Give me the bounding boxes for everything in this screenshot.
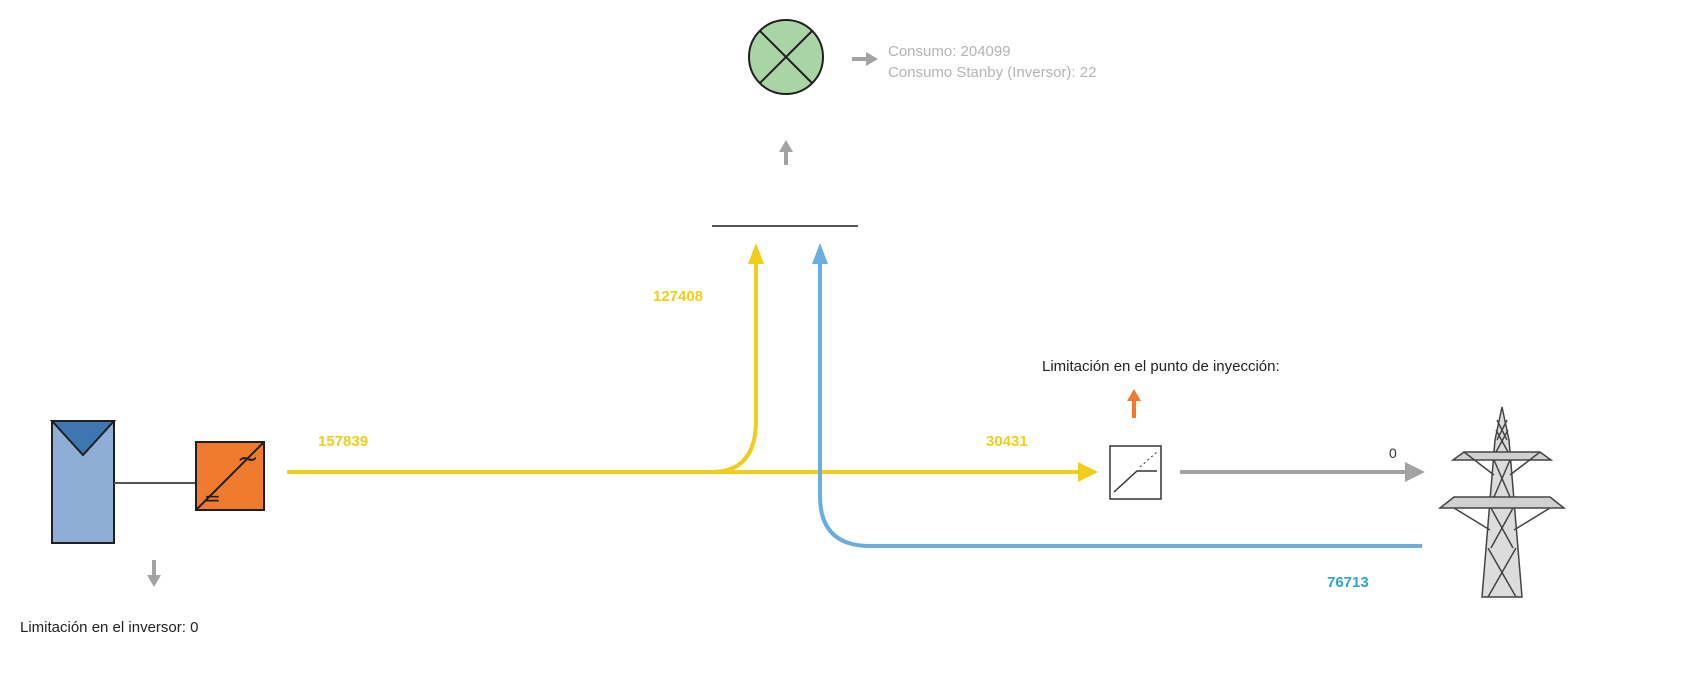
grid-import-value: 76713 [1327, 574, 1369, 591]
grid-import-flow-line [818, 262, 1422, 548]
inverter-ac-symbol: ~ [237, 444, 259, 474]
solar-to-consumption-arrow-icon [748, 243, 764, 264]
to-consumer-arrow-icon [779, 140, 793, 165]
consumer-lamp-icon [748, 19, 824, 95]
power-grid-tower-icon [1437, 406, 1567, 598]
inverter-limit-label: Limitación en el inversor: 0 [20, 619, 198, 636]
pv-output-value: 157839 [318, 433, 368, 450]
consumption-standby-label: Consumo Stanby (Inversor): 22 [888, 64, 1096, 81]
grid-export-arrow-icon [1405, 462, 1425, 482]
inverter-icon: ~ = [195, 441, 265, 511]
grid-export-value: 0 [1389, 445, 1397, 461]
solar-to-consumption-value: 127408 [653, 288, 703, 305]
grid-import-arrow-icon [812, 243, 828, 264]
solar-to-consumption-flow-line [711, 262, 758, 474]
power-limiter-icon [1109, 445, 1162, 500]
inverter-dc-symbol: = [204, 486, 221, 510]
solar-to-limiter-arrow-icon [1078, 462, 1098, 482]
consumption-total-label: Consumo: 204099 [888, 43, 1011, 60]
consumption-arrow-icon [852, 52, 878, 66]
injection-limit-arrow-icon [1127, 389, 1141, 418]
solar-panel-icon [49, 420, 117, 544]
injection-limit-label: Limitación en el punto de inyección: [1042, 358, 1280, 375]
inverter-limit-arrow-icon [147, 560, 161, 587]
solar-to-grid-value: 30431 [986, 433, 1028, 450]
